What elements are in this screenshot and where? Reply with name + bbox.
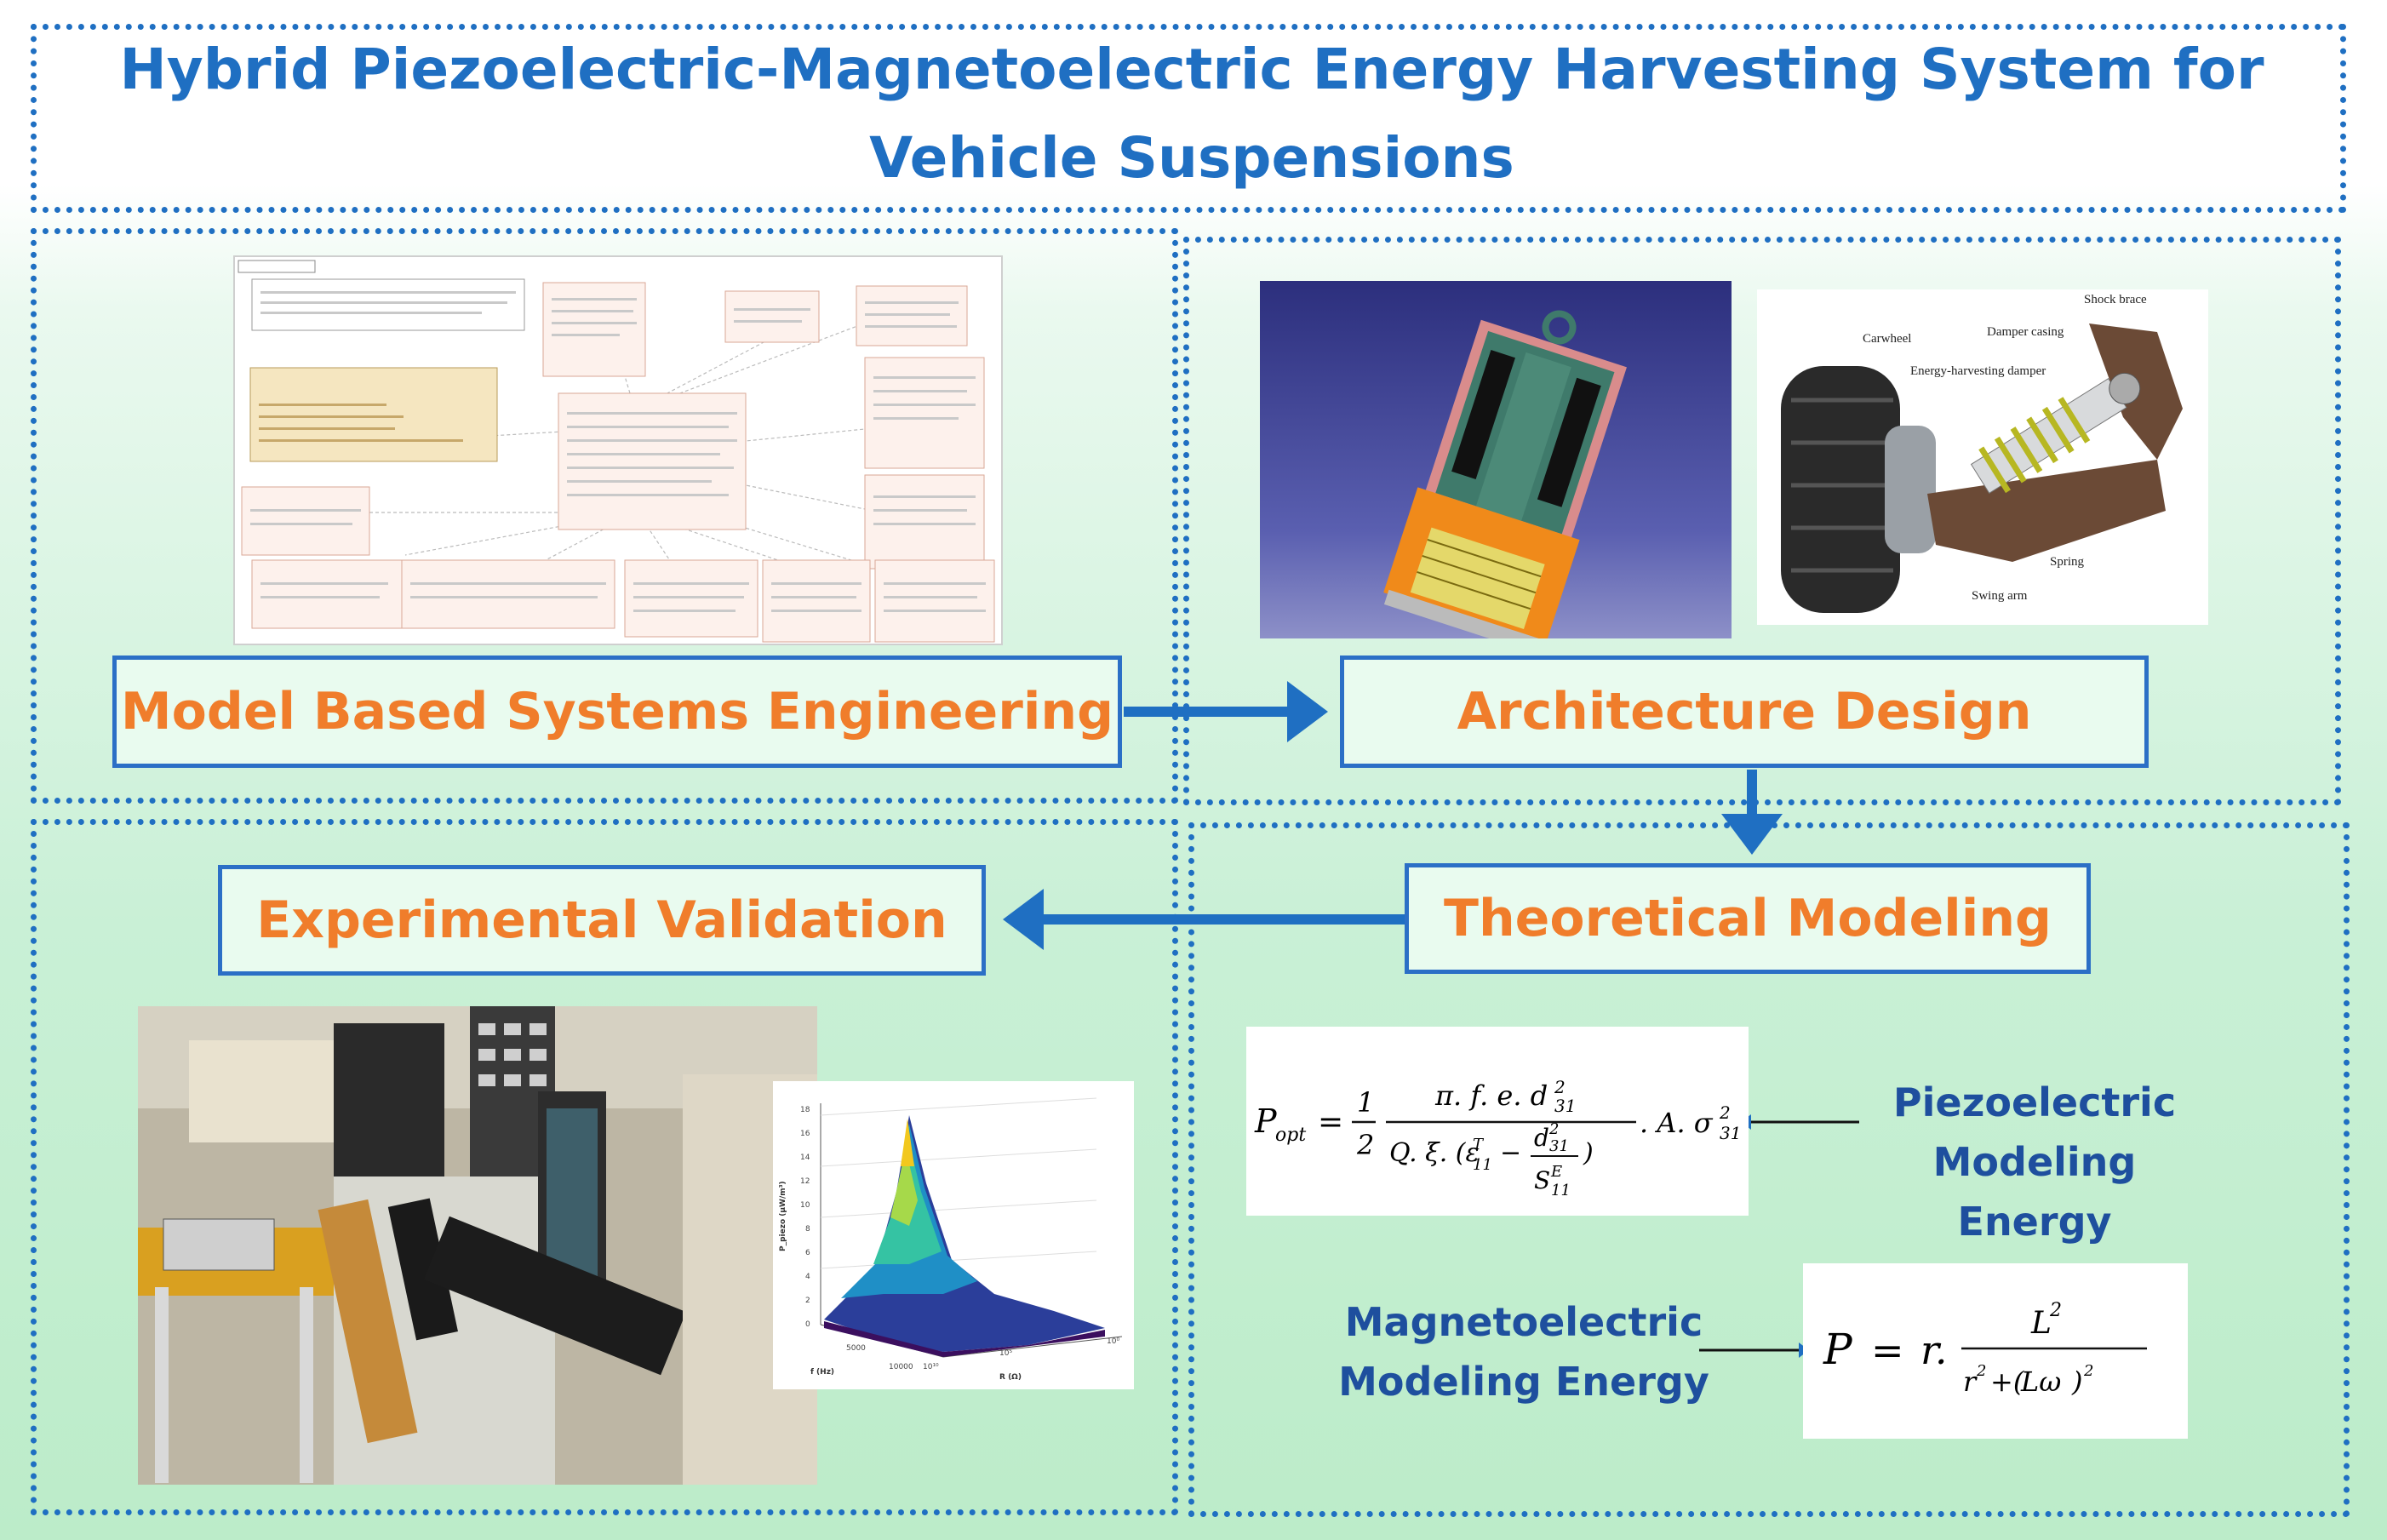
svg-text:14: 14	[800, 1154, 810, 1162]
requirements-diagram-svg	[238, 260, 995, 643]
magneto-formula-svg: P = r. L 2 r 2 +( Lω ) 2	[1823, 1300, 2147, 1398]
svg-text:2: 2	[1976, 1362, 1986, 1380]
svg-text:1: 1	[1357, 1086, 1374, 1119]
svg-text:L: L	[2030, 1306, 2052, 1341]
svg-text:31: 31	[1554, 1096, 1576, 1116]
label-swing-arm: Swing arm	[1972, 589, 2028, 603]
cad-model-svg	[1383, 310, 1627, 638]
plot-r-label: R (Ω)	[999, 1373, 1022, 1382]
stage-architecture-design: Architecture Design	[1340, 656, 2149, 768]
suspension-svg	[1781, 323, 2183, 613]
piezo-formula-svg: P opt = 1 2 π. f. e. d 2 31 Q. ξ. (ε T 1…	[1254, 1077, 1741, 1199]
svg-text:10: 10	[800, 1201, 810, 1210]
svg-text:2: 2	[1356, 1129, 1374, 1161]
svg-text:. A. σ: . A. σ	[1640, 1107, 1714, 1139]
title-frame	[31, 24, 2346, 213]
svg-text:r.: r.	[1920, 1327, 1948, 1373]
svg-text:): )	[2071, 1365, 2082, 1398]
piezo-power-surface-plot: 0 2 4 6 8 10 12 14 16 18 P_piezo (μW/m³)…	[773, 1081, 1134, 1389]
damper-cad-model	[1260, 281, 1732, 638]
surface-plot-svg: 0 2 4 6 8 10 12 14 16 18 P_piezo (μW/m³)…	[779, 1097, 1123, 1382]
svg-text:P: P	[1254, 1102, 1278, 1140]
piezoelectric-label: Piezoelectric Modeling Energy	[1892, 1079, 2177, 1245]
svg-text:E: E	[1550, 1163, 1562, 1181]
svg-text:6: 6	[805, 1249, 810, 1257]
plot-x-label: f (Hz)	[810, 1368, 834, 1377]
svg-text:2: 2	[805, 1297, 810, 1305]
architecture-panel	[1183, 237, 2341, 805]
svg-text:4: 4	[805, 1273, 810, 1281]
experimental-setup-photo	[138, 1006, 817, 1485]
svg-text:=: =	[1871, 1327, 1904, 1373]
svg-text:12: 12	[800, 1177, 810, 1186]
stage-experimental-validation: Experimental Validation	[218, 865, 986, 976]
magnetoelectric-label: Magnetoelectric Modeling Energy	[1338, 1299, 1709, 1405]
svg-text:Lω: Lω	[2020, 1365, 2061, 1398]
label-damper-casing: Damper casing	[1987, 325, 2064, 339]
plot-r-tick-2: 10⁵	[999, 1349, 1012, 1358]
svg-text:opt: opt	[1275, 1125, 1306, 1146]
svg-text:18: 18	[800, 1106, 810, 1114]
mbse-panel	[31, 228, 1178, 804]
svg-text:31: 31	[1549, 1137, 1569, 1155]
label-spring: Spring	[2050, 555, 2085, 569]
svg-text:31: 31	[1720, 1123, 1741, 1143]
stage-model-based-systems-engineering: Model Based Systems Engineering	[112, 656, 1122, 768]
plot-x-tick-5000: 5000	[846, 1344, 866, 1353]
svg-text:=: =	[1318, 1105, 1343, 1140]
setup-photo-svg	[138, 1006, 817, 1485]
svg-text:S: S	[1534, 1166, 1550, 1194]
plot-x-tick-10000: 10000	[889, 1363, 913, 1371]
plot-y-label: P_piezo (μW/m³)	[779, 1181, 787, 1251]
svg-text:0: 0	[805, 1320, 810, 1329]
svg-text:d: d	[1534, 1124, 1549, 1152]
label-carwheel: Carwheel	[1863, 332, 1912, 346]
svg-text:P: P	[1823, 1325, 1853, 1374]
experimental-panel	[31, 819, 1178, 1515]
svg-text:2: 2	[2049, 1300, 2062, 1321]
svg-text:2: 2	[1719, 1102, 1731, 1123]
mbse-requirements-diagram	[233, 255, 1003, 645]
svg-text:2: 2	[1554, 1077, 1566, 1097]
svg-text:11: 11	[1473, 1156, 1492, 1174]
svg-text:Q. ξ. (ε: Q. ξ. (ε	[1389, 1138, 1480, 1168]
svg-text:+(: +(	[1990, 1365, 2025, 1398]
svg-text:2: 2	[2083, 1362, 2093, 1380]
piezoelectric-power-formula: P opt = 1 2 π. f. e. d 2 31 Q. ξ. (ε T 1…	[1246, 1027, 1749, 1216]
svg-text:2: 2	[1548, 1120, 1559, 1138]
svg-text:−: −	[1500, 1138, 1521, 1168]
label-energy-damper: Energy-harvesting damper	[1910, 364, 2046, 378]
stage-theoretical-modeling: Theoretical Modeling	[1405, 863, 2091, 974]
plot-r-tick-1: 10¹⁰	[923, 1363, 939, 1371]
svg-text:16: 16	[800, 1130, 810, 1138]
svg-text:π. f. e. d: π. f. e. d	[1434, 1079, 1548, 1112]
plot-r-tick-3: 10⁰	[1107, 1337, 1119, 1346]
svg-text:): )	[1583, 1138, 1594, 1168]
svg-text:T: T	[1473, 1136, 1485, 1154]
svg-text:8: 8	[805, 1225, 810, 1234]
diagram-title: Hybrid Piezoelectric-Magnetoelectric Ene…	[119, 37, 2264, 191]
svg-text:11: 11	[1551, 1182, 1571, 1199]
svg-text:r: r	[1963, 1365, 1978, 1398]
suspension-illustration: Carwheel Damper casing Shock brace Energ…	[1757, 289, 2208, 625]
magnetoelectric-power-formula: P = r. L 2 r 2 +( Lω ) 2	[1803, 1263, 2188, 1439]
label-shock-brace: Shock brace	[2084, 293, 2147, 306]
plot-y-ticks: 0 2 4 6 8 10 12 14 16 18	[800, 1106, 810, 1329]
